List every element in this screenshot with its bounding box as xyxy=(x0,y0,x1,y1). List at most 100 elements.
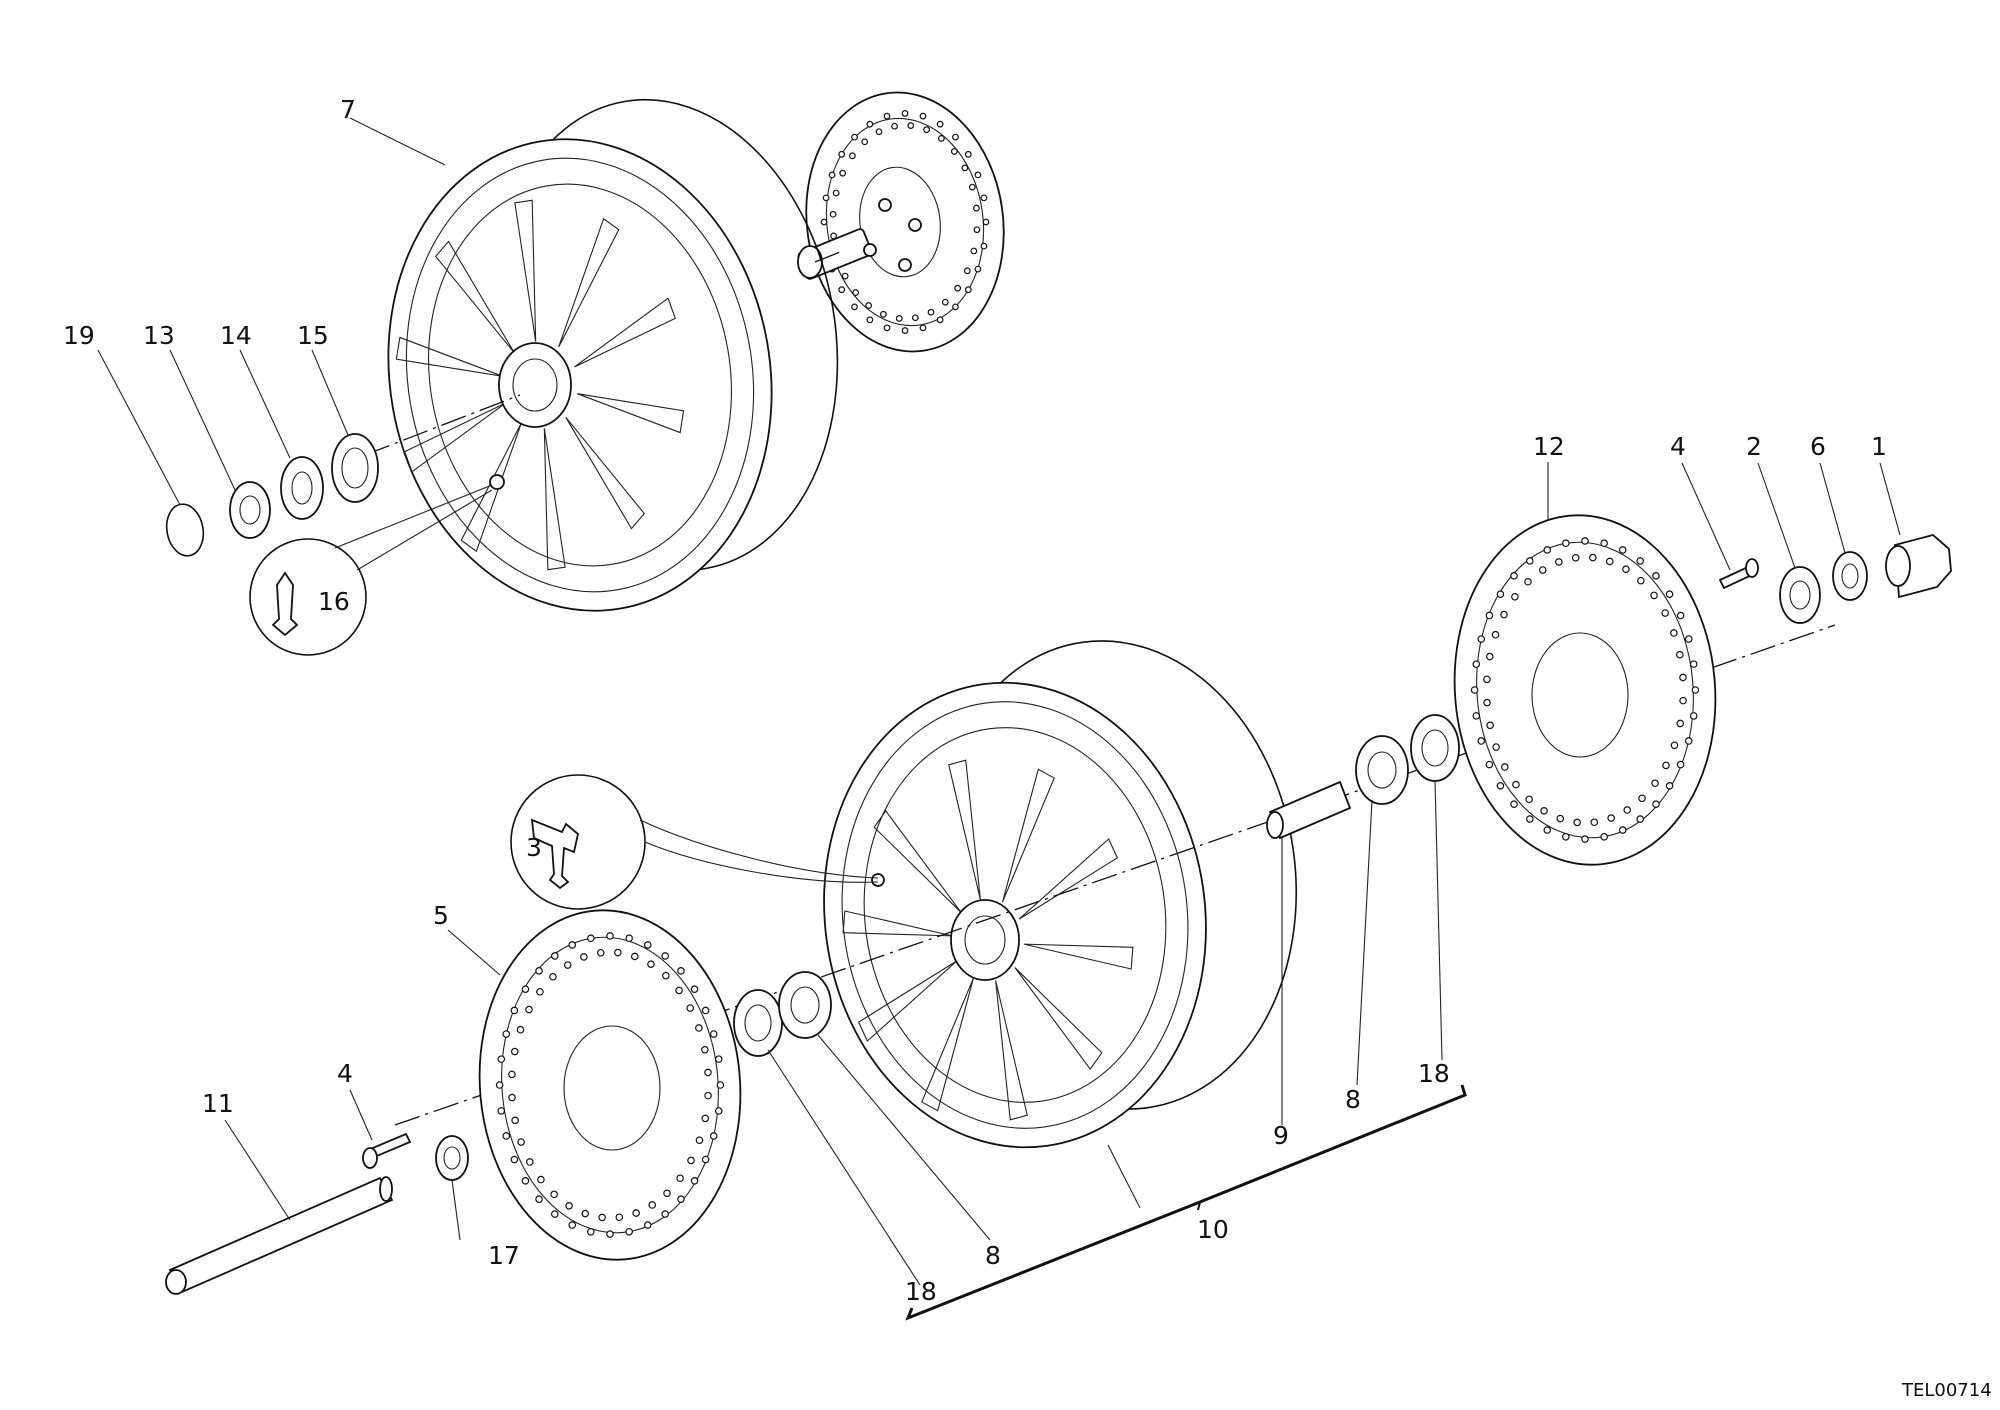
disc-hole xyxy=(1670,629,1678,637)
disc-hole xyxy=(1526,557,1534,565)
disc-hole xyxy=(510,1006,519,1015)
disc-hole xyxy=(643,941,652,949)
disc-hole xyxy=(1618,826,1627,834)
disc-hole xyxy=(1676,650,1684,659)
label-8-left: 8 xyxy=(985,1241,1001,1270)
disc-hole xyxy=(1623,806,1632,814)
disc-hole xyxy=(1524,577,1532,586)
front-left-bearing xyxy=(778,971,832,1039)
disc-hole xyxy=(1662,761,1670,770)
label-18-right: 18 xyxy=(1418,1059,1450,1088)
disc-hole xyxy=(701,1155,710,1164)
disc-hole xyxy=(517,1138,525,1146)
disc-hole xyxy=(851,303,858,311)
disc-hole xyxy=(941,298,949,306)
disc-hole xyxy=(648,1201,657,1209)
disc-hole xyxy=(606,932,614,940)
disc-hole xyxy=(521,985,530,993)
disc-hole xyxy=(615,1213,624,1222)
disc-hole xyxy=(1472,660,1481,668)
label-14: 14 xyxy=(220,321,252,350)
disc-hole xyxy=(1679,673,1687,682)
disc-hole xyxy=(866,316,874,324)
disc-hole xyxy=(1491,630,1500,639)
disc-hole xyxy=(677,1195,685,1203)
disc-hole xyxy=(709,1030,718,1038)
front-right-spacer xyxy=(1779,566,1821,624)
disc-hole xyxy=(563,961,572,969)
disc-hole xyxy=(1665,782,1674,790)
disc-hole xyxy=(982,218,990,226)
disc-hole xyxy=(630,952,639,961)
diagram-code: TEL00714 xyxy=(1901,1380,1992,1401)
label-1: 1 xyxy=(1871,432,1887,461)
disc-hole xyxy=(838,150,846,158)
disc-hole xyxy=(1652,572,1660,580)
label-7: 7 xyxy=(340,95,356,124)
label-15: 15 xyxy=(297,321,329,350)
front-wheel-assembly xyxy=(165,514,1952,1295)
front-valve-callout xyxy=(510,774,879,910)
part-labels: 7 19 13 14 15 16 12 4 2 6 1 3 5 4 11 17 … xyxy=(63,95,1992,1401)
front-left-brake-disc xyxy=(478,909,742,1261)
disc-hole xyxy=(938,135,945,142)
disc-hole xyxy=(964,286,972,294)
disc-hole xyxy=(952,133,959,141)
front-right-washer xyxy=(1832,551,1868,601)
disc-hole xyxy=(662,971,670,980)
disc-hole xyxy=(675,986,683,995)
disc-hole xyxy=(879,310,887,318)
wheel-spoke xyxy=(995,980,1028,1121)
disc-hole xyxy=(839,169,847,177)
disc-hole xyxy=(1650,591,1658,600)
disc-hole xyxy=(968,183,976,191)
rear-snap-ring xyxy=(165,503,205,557)
wheel-spoke xyxy=(842,910,953,937)
disc-hole xyxy=(701,1006,710,1015)
front-wheel xyxy=(823,681,1207,1149)
disc-hole xyxy=(1622,565,1630,574)
disc-hole xyxy=(1562,832,1570,841)
disc-hole xyxy=(861,138,869,146)
disc-hole xyxy=(1573,818,1581,827)
disc-hole xyxy=(961,164,969,172)
disc-hole xyxy=(1483,675,1491,684)
wheel-spoke xyxy=(1001,768,1055,903)
label-12: 12 xyxy=(1533,432,1565,461)
disc-hole xyxy=(936,316,944,324)
disc-hole xyxy=(709,1132,718,1140)
wheel-spoke xyxy=(857,960,958,1042)
label-2: 2 xyxy=(1746,432,1762,461)
disc-hole xyxy=(606,1230,614,1238)
disc-hole xyxy=(1477,635,1486,643)
disc-hole xyxy=(587,1227,595,1236)
disc-hole xyxy=(701,1045,709,1054)
disc-hole xyxy=(1607,814,1615,822)
disc-hole xyxy=(661,1210,670,1218)
disc-hole xyxy=(980,194,988,202)
disc-hole xyxy=(580,953,588,961)
disc-hole xyxy=(1600,832,1608,841)
disc-hole xyxy=(1571,553,1580,562)
disc-hole xyxy=(919,112,927,120)
disc-hole xyxy=(1496,590,1505,598)
front-right-brake-disc xyxy=(1453,514,1717,866)
disc-hole xyxy=(1511,592,1519,601)
disc-hole xyxy=(866,120,874,128)
disc-hole xyxy=(647,960,655,969)
disc-hole xyxy=(565,1201,573,1210)
disc-hole xyxy=(581,1209,590,1218)
wheel-spoke xyxy=(873,809,962,913)
label-16: 16 xyxy=(318,587,350,616)
disc-hole xyxy=(963,267,971,275)
disc-hole xyxy=(1562,539,1570,548)
disc-hole xyxy=(704,1068,712,1077)
disc-hole xyxy=(676,1174,684,1183)
disc-hole xyxy=(1510,800,1518,808)
wheel-spoke xyxy=(1014,967,1103,1071)
disc-hole xyxy=(1470,686,1479,694)
disc-hole xyxy=(510,1155,519,1164)
wheel-spoke xyxy=(558,217,620,348)
disc-hole xyxy=(535,1195,543,1203)
disc-hole xyxy=(1636,557,1645,565)
